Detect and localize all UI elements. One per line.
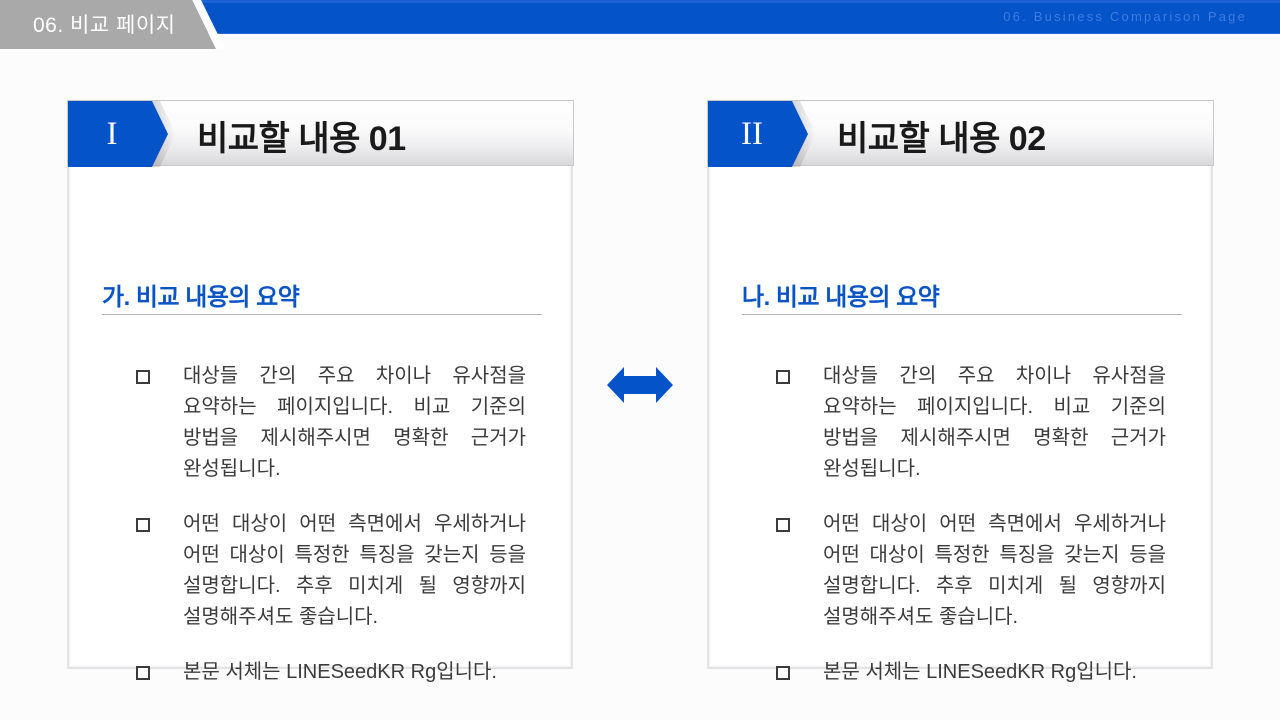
numeral-badge: [708, 101, 808, 167]
double-arrow-icon: [607, 367, 673, 403]
roman-numeral: II: [741, 115, 763, 152]
square-bullet-icon: [136, 666, 150, 680]
bullet-item: 본문 서체는 LINESeedKR Rg입니다.: [136, 657, 526, 688]
panel-header: II 비교할 내용 02: [707, 100, 1214, 167]
square-bullet-icon: [136, 518, 150, 532]
bullet-text: 어떤 대상이 어떤 측면에서 우세하거나 어떤 대상이 특정한 특징을 갖는지 …: [823, 513, 1166, 628]
bullet-item: 어떤 대상이 어떤 측면에서 우세하거나 어떤 대상이 특정한 특징을 갖는지 …: [776, 509, 1166, 633]
bullet-item: 본문 서체는 LINESeedKR Rg입니다.: [776, 657, 1166, 688]
header-tag-label: 06. 비교 페이지: [33, 14, 176, 37]
section-heading: 나. 비교 내용의 요약: [742, 284, 940, 311]
section-heading: 가. 비교 내용의 요약: [102, 284, 300, 311]
bullet-text: 대상들 간의 주요 차이나 유사점을 요약하는 페이지입니다. 비교 기준의 방…: [183, 365, 526, 480]
section-divider: [742, 314, 1182, 315]
comparison-panel-2: 나. 비교 내용의 요약 대상들 간의 주요 차이나 유사점을 요약하는 페이지…: [707, 100, 1214, 683]
header-bar-highlight: [0, 0, 1280, 3]
bullet-list: 대상들 간의 주요 차이나 유사점을 요약하는 페이지입니다. 비교 기준의 방…: [776, 361, 1166, 712]
header-tag: [0, 0, 216, 49]
bullet-text: 본문 서체는 LINESeedKR Rg입니다.: [823, 661, 1137, 683]
bullet-list: 대상들 간의 주요 차이나 유사점을 요약하는 페이지입니다. 비교 기준의 방…: [136, 361, 526, 712]
square-bullet-icon: [776, 666, 790, 680]
panel-title: 비교할 내용 02: [837, 120, 1046, 158]
square-bullet-icon: [136, 370, 150, 384]
bullet-item: 어떤 대상이 어떤 측면에서 우세하거나 어떤 대상이 특정한 특징을 갖는지 …: [136, 509, 526, 633]
bullet-text: 어떤 대상이 어떤 측면에서 우세하거나 어떤 대상이 특정한 특징을 갖는지 …: [183, 513, 526, 628]
header-subtitle: 06. Business Comparison Page: [1003, 9, 1247, 24]
square-bullet-icon: [776, 518, 790, 532]
panel-header: I 비교할 내용 01: [67, 100, 574, 167]
comparison-panel-1: 가. 비교 내용의 요약 대상들 간의 주요 차이나 유사점을 요약하는 페이지…: [67, 100, 574, 683]
bullet-item: 대상들 간의 주요 차이나 유사점을 요약하는 페이지입니다. 비교 기준의 방…: [136, 361, 526, 485]
panel-body: 가. 비교 내용의 요약 대상들 간의 주요 차이나 유사점을 요약하는 페이지…: [67, 165, 573, 683]
bullet-text: 본문 서체는 LINESeedKR Rg입니다.: [183, 661, 497, 683]
roman-numeral: I: [106, 115, 118, 152]
panel-title: 비교할 내용 01: [197, 120, 406, 158]
bullet-item: 대상들 간의 주요 차이나 유사점을 요약하는 페이지입니다. 비교 기준의 방…: [776, 361, 1166, 485]
square-bullet-icon: [776, 370, 790, 384]
panel-body: 나. 비교 내용의 요약 대상들 간의 주요 차이나 유사점을 요약하는 페이지…: [707, 165, 1213, 683]
section-divider: [102, 314, 542, 315]
numeral-badge: [68, 101, 168, 167]
bullet-text: 대상들 간의 주요 차이나 유사점을 요약하는 페이지입니다. 비교 기준의 방…: [823, 365, 1166, 480]
